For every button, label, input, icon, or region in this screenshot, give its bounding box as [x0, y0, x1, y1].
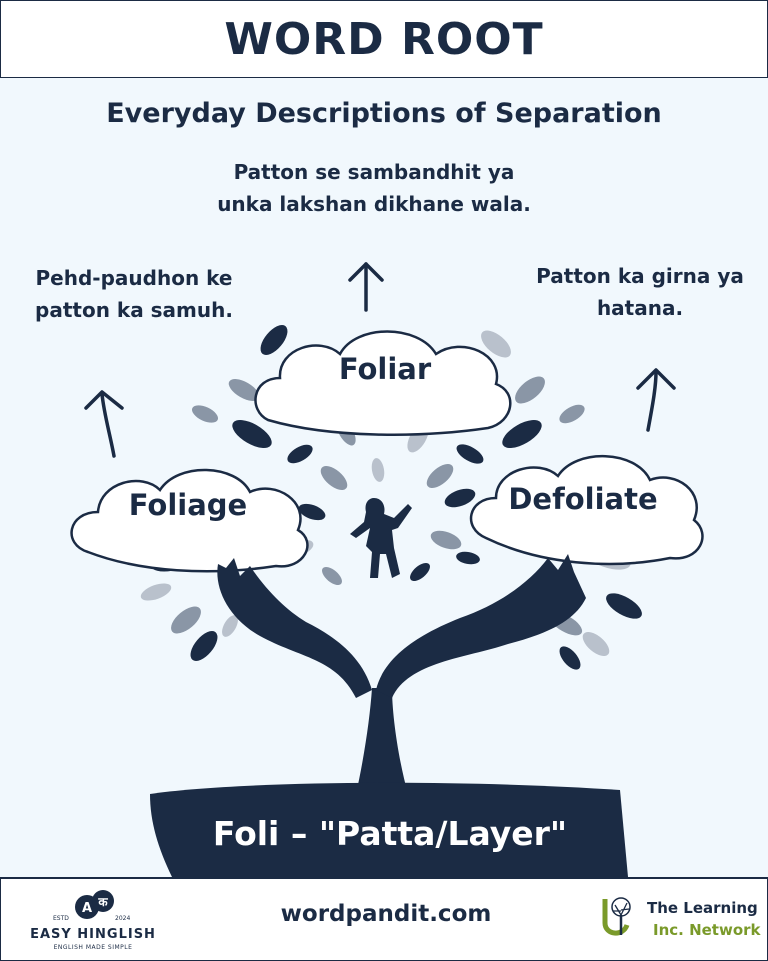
leaf	[320, 466, 348, 490]
definition-foliage: Pehd-paudhon ke patton ka samuh.	[35, 266, 233, 322]
illustration-panel: Everyday Descriptions of Separation	[0, 78, 768, 877]
right-hand	[376, 554, 586, 698]
word-defoliate: Defoliate	[508, 482, 658, 516]
upward-arrows	[84, 262, 676, 458]
leaf	[456, 444, 484, 464]
clouds	[70, 330, 704, 573]
leaf	[515, 376, 545, 404]
leaf	[426, 464, 454, 488]
learning-network-logo: The Learning Inc. Network	[599, 893, 764, 947]
leaf	[222, 615, 238, 637]
leaf	[410, 563, 430, 581]
leaf	[502, 420, 542, 448]
child-silhouette	[350, 498, 412, 578]
subtitle: Everyday Descriptions of Separation	[106, 98, 662, 129]
tree-illustration	[70, 262, 704, 877]
leaf	[298, 503, 326, 521]
website-link[interactable]: wordpandit.com	[280, 901, 492, 927]
leaf	[559, 404, 585, 424]
brand-tagline: ENGLISH MADE SIMPLE	[53, 944, 133, 951]
leaf	[582, 632, 610, 656]
leaf	[190, 631, 218, 661]
leaf	[232, 420, 272, 448]
footer-bar: A क ESTD 2024 EASY HINGLISH ENGLISH MADE…	[0, 877, 768, 961]
network-name-line1: The Learning	[647, 899, 758, 917]
estd-year: 2024	[115, 915, 131, 922]
leaf	[191, 405, 219, 423]
cloud-foliar	[254, 330, 512, 436]
arrow-head	[348, 262, 384, 282]
word-foliar: Foliar	[338, 352, 432, 386]
network-name-line2: Inc. Network	[653, 921, 761, 939]
leaf	[171, 606, 201, 634]
arrow-head	[84, 390, 124, 410]
leaf	[371, 458, 385, 482]
speech-bubbles-icon: A क	[75, 890, 114, 919]
leaf	[481, 330, 511, 358]
leaf	[430, 530, 462, 550]
estd-label: ESTD	[53, 915, 69, 922]
leaf	[559, 646, 581, 670]
arrow-up-icon	[646, 370, 658, 432]
easy-hinglish-logo: A क ESTD 2024 EASY HINGLISH ENGLISH MADE…	[23, 887, 163, 953]
word-foliage: Foliage	[128, 488, 248, 522]
glyph-ka: क	[97, 895, 108, 909]
definition-foliar: Patton se sambandhit ya unka lakshan dik…	[217, 160, 531, 216]
hands-and-trunk	[150, 498, 628, 877]
trunk	[356, 688, 408, 794]
leaf	[456, 551, 480, 565]
cloud-defoliate	[469, 455, 704, 566]
leaf	[444, 488, 476, 508]
leaf	[287, 444, 313, 464]
arrow-head	[636, 368, 676, 390]
page-title: WORD ROOT	[224, 13, 544, 65]
left-hand	[217, 558, 372, 698]
leaf	[140, 583, 172, 601]
brand-name: EASY HINGLISH	[30, 927, 156, 942]
leaf	[260, 325, 288, 355]
root-label: Foli – "Patta/Layer"	[212, 814, 568, 853]
definition-defoliate: Patton ka girna ya hatana.	[536, 264, 744, 320]
tree-u-icon	[602, 897, 631, 936]
leaf	[228, 379, 260, 401]
header-bar: WORD ROOT	[0, 0, 768, 79]
ground	[150, 782, 628, 877]
glyph-a: A	[82, 901, 92, 916]
leaf	[606, 593, 642, 619]
leaf	[322, 567, 342, 585]
arrow-up-icon	[100, 392, 116, 458]
